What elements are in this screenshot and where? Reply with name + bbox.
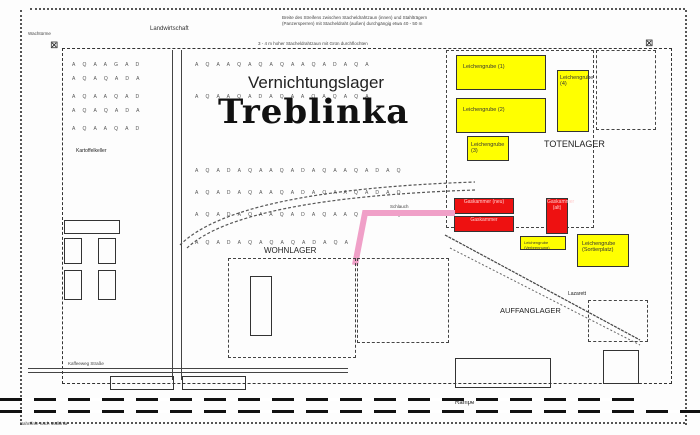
- trees: A Q A A Q A D: [72, 94, 143, 100]
- gas-chamber-new-2: Gaskammer: [454, 216, 514, 232]
- trees: A Q A A Q A Q A Q A A Q A D A Q A: [195, 62, 372, 68]
- agriculture-label: Landwirtschaft: [150, 26, 189, 32]
- main-road: [172, 50, 182, 380]
- gas-chamber-new: Gaskammer (neu): [454, 198, 514, 214]
- gas-chamber-old: Gaskammer (alt): [546, 198, 574, 234]
- kaserne-building: [64, 220, 120, 234]
- top-note-1: Breite des Streifens zwischen Stacheldra…: [282, 15, 428, 20]
- fence-note: 3 - 4 m hoher Stacheldrahtzaun mit Grün …: [258, 41, 368, 46]
- outer-fence-bottom: [30, 422, 685, 430]
- building: [98, 270, 116, 300]
- trees: A Q A Q A D A: [72, 108, 143, 114]
- pit-3: Leichengrube (3): [467, 136, 509, 161]
- trees: A Q A D A Q A A Q A D A Q A A Q A D A Q: [195, 168, 404, 174]
- wohnlager-area: [228, 258, 356, 358]
- outer-fence-right: [685, 10, 693, 425]
- pit-4: Leichengrube (4): [557, 70, 593, 132]
- totenlager-area: [446, 50, 594, 228]
- wohnlager-barrack: [250, 276, 272, 336]
- trees: A Q A D A Q A Q A Q A D A Q A: [195, 240, 351, 246]
- trees: A Q A A G A D: [72, 62, 143, 68]
- trees: A Q A Q A D A: [72, 76, 143, 82]
- trees: A Q A D A Q A A Q A D A Q A A Q A D A Q: [195, 190, 404, 196]
- ss-area: [357, 258, 449, 343]
- building: [98, 238, 116, 264]
- top-note-2: (Panzersperren) mit Stacheldraht (außen)…: [282, 21, 423, 26]
- bahnhof-building: [455, 358, 551, 388]
- outer-fence-left: [20, 10, 28, 425]
- lazarett-label: Lazarett: [568, 291, 587, 297]
- curved-road: [179, 181, 476, 249]
- watchtower-icon: ⊠: [50, 40, 59, 51]
- railway-label: Bahnlinie nach Malkinia: [20, 421, 68, 426]
- rampe-label: Rampe: [455, 400, 475, 406]
- lazarett-area: [588, 300, 648, 342]
- trees: A Q A A Q A D A Q A A Q A Q A Q A: [195, 94, 372, 100]
- railway: [0, 410, 700, 413]
- building: [64, 238, 82, 264]
- trees: A Q A D A Q A A Q A D A Q A A Q A D A Q: [195, 212, 404, 218]
- inner-camp-fence: [62, 48, 672, 384]
- map-title: Treblinka: [218, 92, 410, 132]
- pit-5: Leichengrube (Verbrennung): [520, 236, 566, 250]
- trees: A Q A A Q A D: [72, 126, 143, 132]
- building: [64, 270, 82, 300]
- pit-6: Leichengrube (Sortierplatz): [577, 234, 629, 267]
- building: [603, 350, 639, 384]
- totenlager-annex: [596, 50, 656, 130]
- kartoffelkeller-label: Kartoffelkeller: [76, 148, 107, 154]
- diagonal-fence: [444, 234, 641, 346]
- watchtower-icon: ⊠: [645, 38, 654, 49]
- pit-1: Leichengrube (1): [456, 55, 546, 90]
- watchtower-legend: Wachtürme: [28, 31, 51, 36]
- railway-siding: [0, 398, 640, 401]
- outer-fence-top: [30, 8, 685, 16]
- sortierbaracke-2: [182, 376, 246, 390]
- wohnlager-label: WOHNLAGER: [264, 246, 317, 255]
- pit-2: Leichengrube (2): [456, 98, 546, 133]
- street: [28, 368, 348, 373]
- sortierbaracke: [110, 376, 174, 390]
- street-label: Kaffeeweg Straße: [68, 361, 104, 366]
- totenlager-label: TOTENLAGER: [544, 139, 605, 149]
- auffanglager-label: AUFFANGLAGER: [500, 306, 561, 315]
- map-subtitle: Vernichtungslager: [248, 73, 385, 92]
- schlauch-label: Schlauch: [390, 204, 409, 209]
- schlauch-path: [352, 210, 455, 266]
